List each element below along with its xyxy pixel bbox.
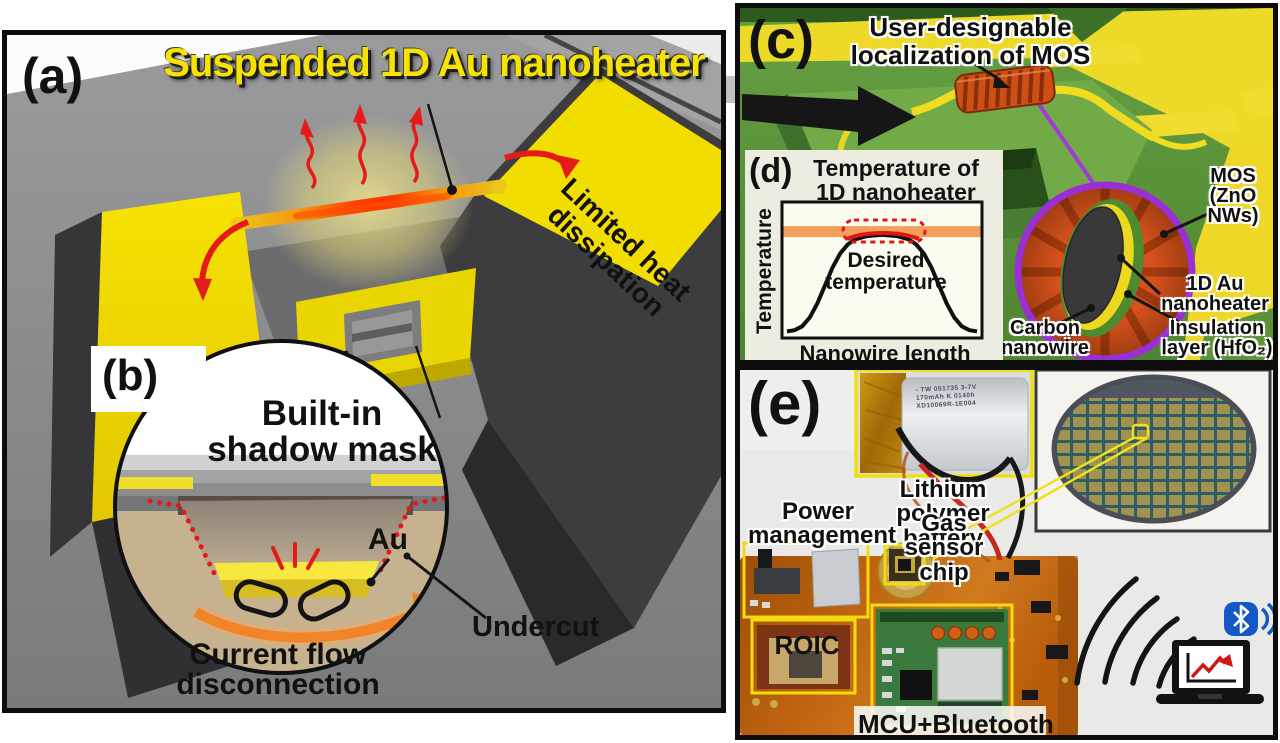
panel-a-title: Suspended 1D Au nanoheater — [163, 41, 706, 85]
mcu-bluetooth-module — [870, 603, 1014, 729]
panel-d-label: (d) — [749, 152, 793, 190]
zoom-arrow-icon — [742, 86, 916, 146]
undercut-dotted-outline — [147, 495, 447, 582]
x-axis-label: Nanowire length — [799, 341, 971, 365]
spark-icon — [271, 542, 320, 570]
undercut-pointer-line — [406, 554, 487, 620]
au-film — [214, 561, 379, 580]
substrate-corner-highlight — [7, 35, 322, 94]
panel-d-chart — [780, 200, 984, 340]
power-label: Power management — [748, 498, 897, 550]
heater-label: 1D Au nanoheater — [1161, 273, 1269, 315]
roic-box-outline — [750, 618, 857, 695]
panel-e: (e) - TW 051735 3-7V 170mAh K 0140h XD10… — [735, 365, 1278, 740]
power-management-section — [742, 541, 870, 619]
mos-zoom-line — [1034, 98, 1100, 192]
mos-cross-section — [1018, 185, 1192, 359]
panel-c-label: (c) — [748, 10, 814, 70]
mos-circle-border — [1014, 181, 1196, 360]
mcu-label: MCU+Bluetooth — [858, 709, 1054, 739]
roic-label: ROIC — [774, 630, 840, 660]
label-pointer-lines — [1057, 210, 1213, 330]
broken-chain-link-icon — [233, 579, 351, 622]
panel-b-title: Built-in shadow mask — [207, 394, 437, 470]
panel-b-label-box — [91, 346, 206, 412]
panel-c: (c) User-designable localization of MOS … — [735, 3, 1278, 365]
laptop-icon — [1156, 640, 1264, 704]
right-electrode — [440, 64, 721, 666]
rising-chart-arrow-icon — [1190, 655, 1227, 679]
chart-axes-icon — [1186, 653, 1236, 683]
power-switch-knob — [758, 549, 772, 573]
bluetooth-icon — [1224, 602, 1273, 636]
plateau-highlight — [846, 231, 920, 241]
desired-region-dashed-outline — [841, 218, 927, 244]
gold-electrode-layer — [740, 8, 1273, 172]
mos-coil — [954, 64, 1056, 114]
carbon-nanowire-core — [1062, 206, 1124, 324]
y-axis-label: Temperature — [752, 208, 776, 334]
power-box-outline — [742, 541, 870, 619]
inset-b-circle-border — [113, 339, 449, 675]
current-flow-note: Current flow disconnection — [176, 638, 380, 701]
panel-a: (a) Suspended 1D Au nanoheater Limited h… — [2, 30, 726, 713]
heat-radiation-arrowheads-icon — [300, 104, 423, 138]
insulation-label: Insulation layer (HfO₂) — [1161, 317, 1273, 359]
panel-b-label: (b) — [102, 351, 159, 400]
bluetooth-shield — [937, 647, 1003, 701]
wafer-die-marker — [1131, 423, 1150, 440]
undercut-cavity — [179, 499, 412, 580]
au-pointer-line — [369, 558, 391, 582]
gas-label: Gas sensor chip — [904, 510, 984, 586]
mos-label: MOS (ZnO NWs) — [1207, 165, 1259, 227]
die-to-chip-lines — [907, 435, 1148, 569]
au-label: Au — [368, 523, 408, 556]
usb-connector — [811, 548, 861, 608]
carbon-label: Carbon nanowire — [1001, 317, 1089, 359]
wafer-image — [1034, 370, 1272, 533]
panel-d-title: Temperature of 1D nanoheater — [813, 155, 979, 206]
power-switch — [754, 568, 800, 594]
battery-label: Lithium polymer battery — [896, 476, 990, 552]
gas-sensor-box-outline — [883, 543, 926, 586]
desired-temperature-annotation: Desired temperature — [825, 249, 947, 294]
current-flow-arrow-icon — [193, 607, 423, 643]
gas-sensor-chip — [877, 542, 935, 600]
panel-a-illustration — [7, 35, 721, 708]
panel-e-photo — [740, 370, 1273, 735]
chart-plot-area — [780, 200, 984, 340]
battery-image — [854, 370, 1034, 478]
roic-chip — [750, 618, 857, 695]
title-pointer-line — [426, 103, 454, 189]
panel-c-title: User-designable localization of MOS — [850, 12, 1091, 70]
panel-d: (d) Temperature of 1D nanoheater Tempera… — [745, 150, 1003, 360]
undercut-label: Undercut — [472, 611, 600, 643]
heat-radiation-arrows-icon — [304, 117, 419, 190]
mcu-ic — [900, 670, 932, 700]
panel-a-label: (a) — [22, 48, 84, 104]
panel-e-label: (e) — [748, 370, 822, 437]
heat-flow-end-arrows-icon — [193, 150, 580, 301]
